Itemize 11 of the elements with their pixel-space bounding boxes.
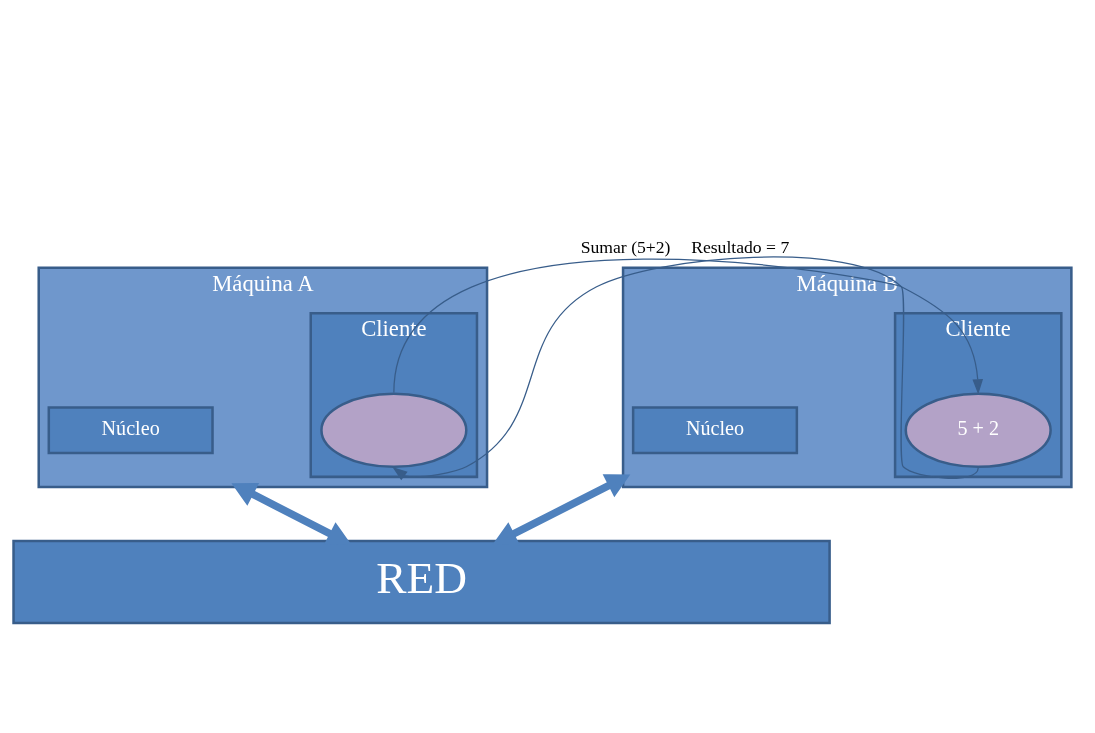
arrow (492, 473, 631, 545)
arrow (393, 257, 983, 394)
arrow (231, 482, 352, 545)
node-ellipse (320, 392, 468, 468)
node-box: Núcleo (47, 405, 214, 454)
node-box: RED (12, 539, 831, 624)
node-box: Núcleo (631, 405, 799, 454)
node-ellipse: 5 + 2 (904, 392, 1052, 468)
arrow (392, 255, 979, 480)
edge-label: Sumar (5+2) (580, 236, 671, 257)
edge-label: Resultado = 7 (691, 236, 790, 257)
